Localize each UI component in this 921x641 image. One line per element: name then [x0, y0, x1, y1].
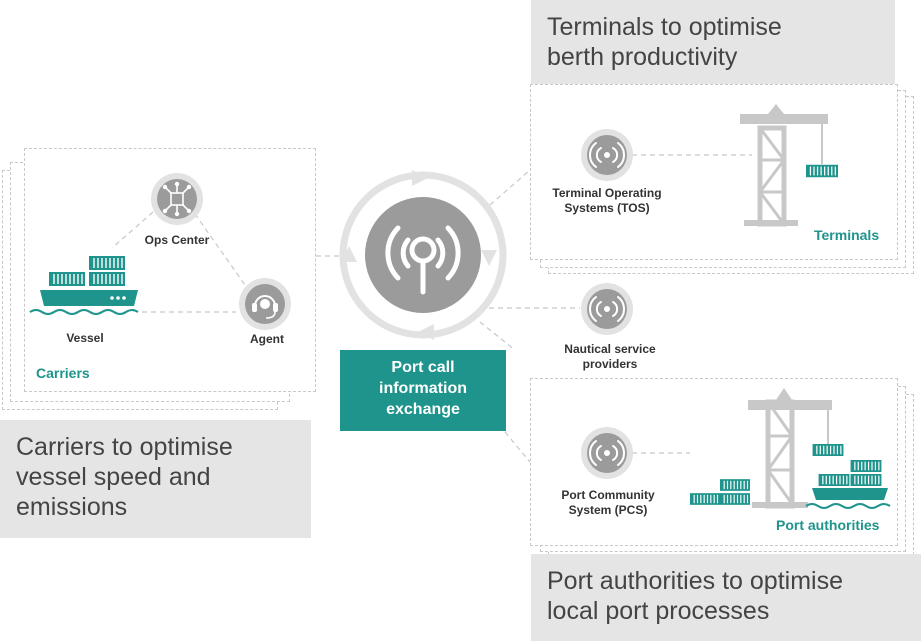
terminal-crane-icon [740, 104, 838, 227]
vessel-label: Vessel [66, 331, 104, 345]
stacked-containers-icon [690, 478, 750, 506]
carriers-caption: Carriers to optimise vessel speed and em… [0, 420, 311, 538]
port-authority-crane-icon [748, 388, 844, 509]
port-authorities-panel [530, 378, 898, 546]
nautical-service-icon [581, 283, 633, 335]
pcs-label: Port Community System (PCS) [561, 488, 655, 517]
hub-label: Port call information exchange [340, 350, 506, 431]
port-authorities-group-label: Port authorities [776, 517, 880, 533]
agent-label: Agent [250, 332, 284, 346]
tos-label: Terminal Operating Systems (TOS) [552, 186, 662, 215]
terminals-group-label: Terminals [814, 227, 880, 243]
vessel-icon [29, 256, 139, 315]
terminals-caption: Terminals to optimise berth productivity [531, 0, 895, 84]
port-authorities-caption: Port authorities to optimise local port … [531, 554, 921, 641]
headset-icon [239, 278, 291, 330]
ops-center-icon [151, 173, 203, 225]
port-community-system-icon [581, 427, 633, 479]
ops-center-label: Ops Center [144, 233, 210, 247]
carriers-group-label: Carriers [36, 365, 90, 381]
terminal-operating-system-icon [581, 129, 633, 181]
port-ship-icon [805, 460, 891, 509]
hub-icon [339, 170, 507, 340]
nautical-label: Nautical service providers [564, 342, 656, 371]
